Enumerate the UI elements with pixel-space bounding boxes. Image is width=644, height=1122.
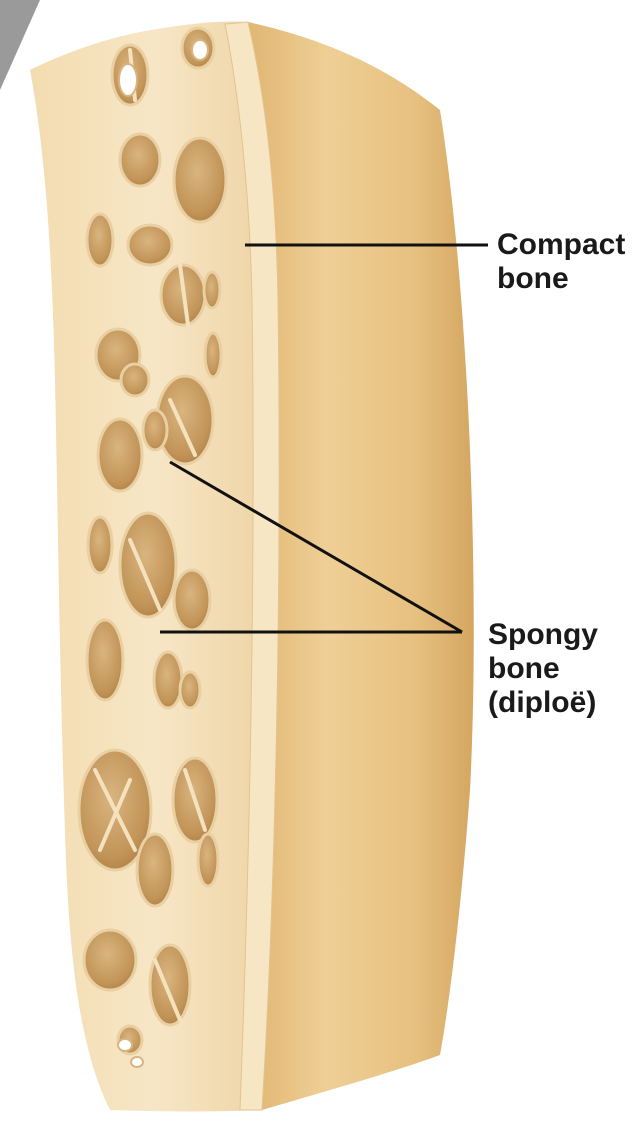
compact-bone-label-line1: Compact xyxy=(497,228,625,262)
compact-bone-label: Compact bone xyxy=(497,228,625,296)
spongy-bone-label-line2: bone xyxy=(488,652,598,686)
compact-bone-label-line2: bone xyxy=(497,262,625,296)
spongy-bone-label-line1: Spongy xyxy=(488,618,598,652)
spongy-bone-label-line3: (diploë) xyxy=(488,686,598,720)
bone-outer-surface xyxy=(248,22,474,1110)
spongy-bone-label: Spongy bone (diploë) xyxy=(488,618,598,720)
